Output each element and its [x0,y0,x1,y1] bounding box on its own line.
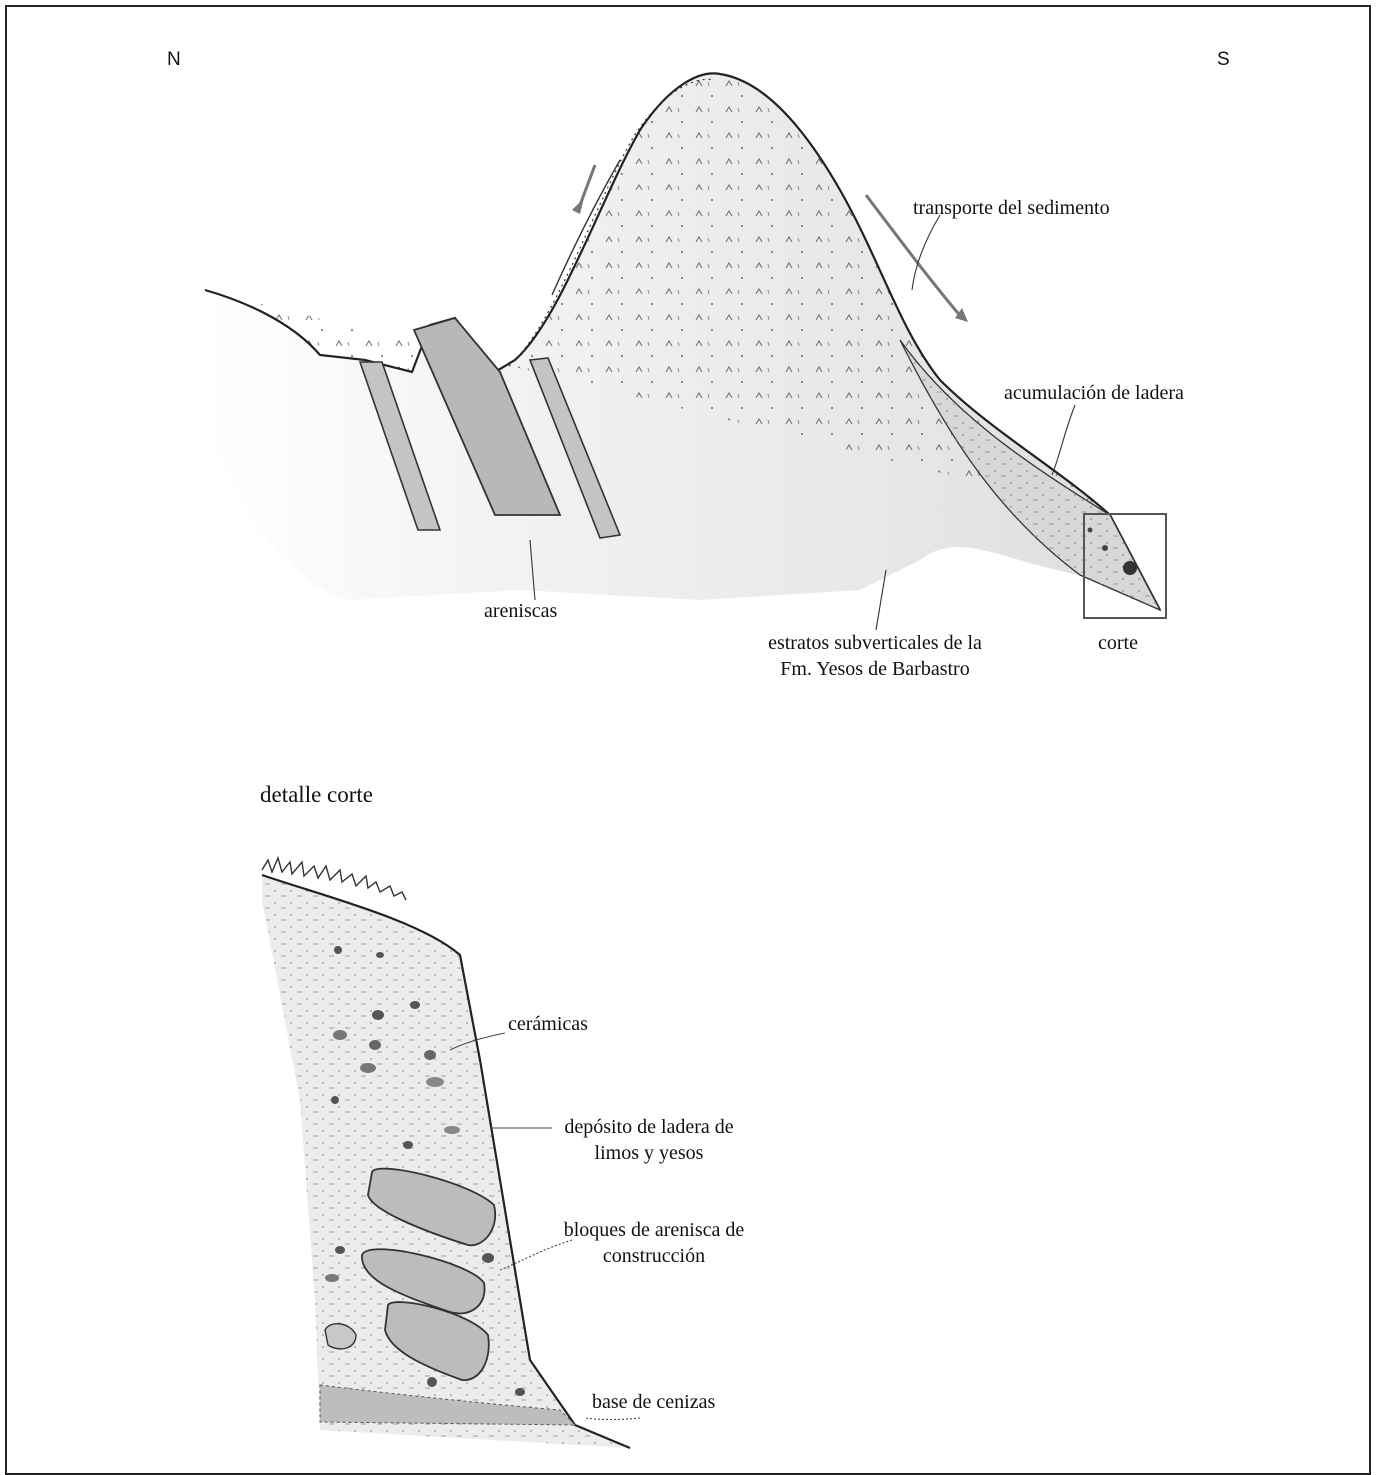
blocks-label: bloques de arenisca de construcción [545,1217,763,1269]
blocks-label-line2: construcción [602,1245,706,1267]
strata-label: estratos subverticales de la Fm. Yesos d… [740,630,1010,682]
slope-accumulation-label: acumulación de ladera [1004,382,1184,404]
blocks-label-line1: bloques de arenisca de [563,1219,745,1241]
transport-label: transporte del sedimento [913,197,1110,219]
cut-location-box [1083,513,1167,619]
strata-label-line1: estratos subverticales de la [768,632,982,654]
sandstones-label: areniscas [484,600,558,622]
leader-lines [529,214,1076,631]
detail-title: detalle corte [260,782,374,807]
cut-label: corte [1098,632,1138,654]
north-label: N [167,49,181,70]
deposit-label: depósito de ladera de limos y yesos [544,1114,754,1166]
strata-label-line2: Fm. Yesos de Barbastro [780,658,970,680]
ash-base-label: base de cenizas [592,1391,716,1413]
deposit-label-line2: limos y yesos [594,1142,704,1164]
transport-arrows [572,164,968,322]
detail-section [261,855,641,1450]
slope-accumulation-wedge [899,339,1162,612]
ceramics-label: cerámicas [508,1013,588,1035]
hill-profile [204,72,1161,611]
sandstone-beds [358,316,622,539]
south-label: S [1217,49,1230,70]
deposit-label-line1: depósito de ladera de [564,1116,734,1138]
